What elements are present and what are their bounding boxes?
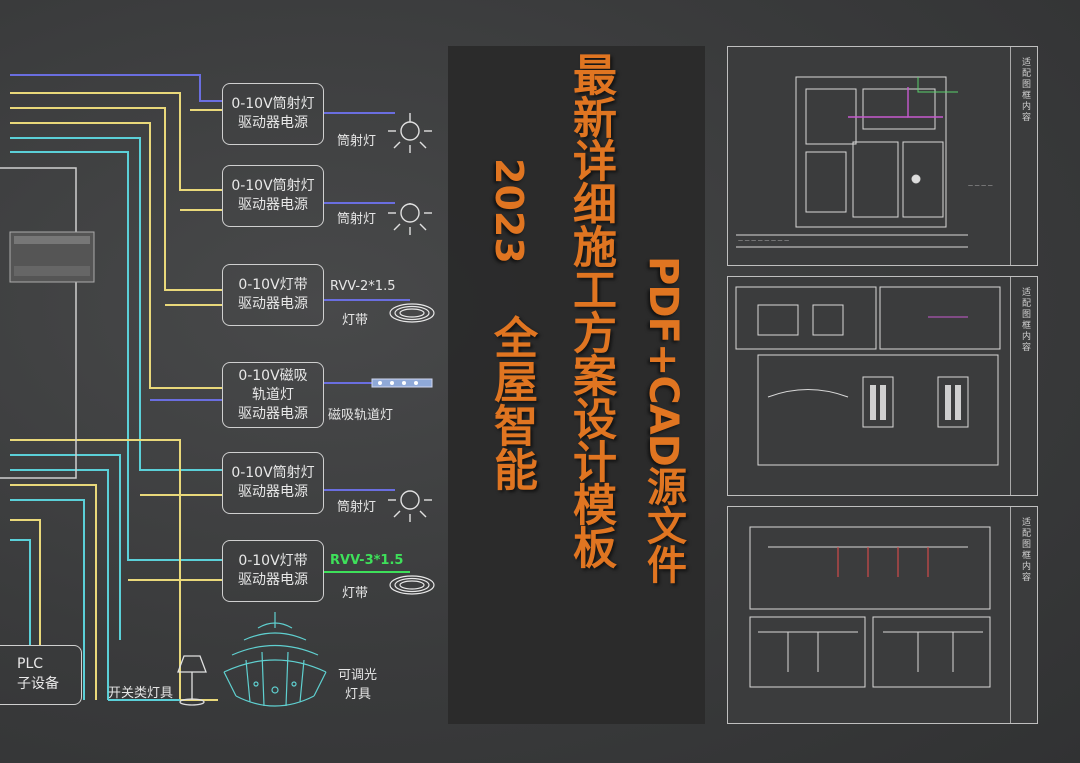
driver-label-line1: 0-10V筒射灯 [231, 178, 315, 194]
schematic-drawing [749, 526, 991, 688]
cad-sheet-3: 适配图框内容 [727, 506, 1038, 724]
light-strip-coil-icon [389, 575, 435, 595]
bulb-icon [388, 113, 432, 153]
title-block [1010, 47, 1037, 265]
switch-lamp-label: 开关类灯具 [108, 686, 174, 701]
driver-label-line2: 轨道灯 [252, 386, 294, 403]
driver-label-line2: 驱动器电源 [238, 484, 308, 500]
driver-label-line1: 0-10V筒射灯 [231, 465, 315, 481]
driver-label-line1: 0-10V筒射灯 [231, 96, 315, 112]
driver-box: 0-10V灯带 驱动器电源 [222, 264, 324, 326]
driver-label-line1: 0-10V灯带 [238, 277, 308, 293]
device-label: 筒射灯 [337, 212, 377, 227]
cable-label: RVV-2*1.5 [330, 279, 396, 294]
driver-box: 0-10V磁吸 轨道灯 驱动器电源 [222, 362, 324, 428]
plc-box: PLC 子设备 [0, 645, 82, 705]
device-label: 灯带 [342, 313, 369, 328]
driver-box: 0-10V筒射灯 驱动器电源 [222, 165, 324, 227]
sheet-side-title: 适配图框内容 [1020, 287, 1030, 353]
plc-label: PLC [17, 656, 44, 672]
device-label: 筒射灯 [337, 500, 377, 515]
title-line1: 最新详细施工方案设计模板 [565, 52, 616, 568]
title-panel [448, 46, 705, 724]
title-line3: 全屋智能 [486, 315, 537, 491]
floor-plan-drawing: — — — — — — — — — — — — [736, 76, 993, 248]
light-strip-coil-icon [389, 303, 435, 323]
driver-box: 0-10V灯带 驱动器电源 [222, 540, 324, 602]
driver-label-line2: 驱动器电源 [238, 197, 308, 213]
cad-sheet-1: — — — — — — — — — — — — 适配图框内容 [727, 46, 1038, 266]
dimmable-label-line2: 灯具 [345, 687, 372, 702]
driver-label-line2: 驱动器电源 [238, 115, 308, 131]
title-year: 2023 [487, 158, 531, 264]
plc-sublabel: 子设备 [17, 676, 59, 692]
cad-sheet-2: 适配图框内容 [727, 276, 1038, 496]
dimmable-label-line1: 可调光 [338, 668, 378, 683]
driver-label-line3: 驱动器电源 [238, 405, 308, 422]
driver-box: 0-10V筒射灯 驱动器电源 [222, 452, 324, 514]
sheet-side-title: 适配图框内容 [1020, 57, 1030, 123]
title-block [1010, 507, 1037, 723]
device-label: 筒射灯 [337, 134, 377, 149]
chandelier-icon [223, 612, 327, 707]
table-lamp-icon [177, 655, 207, 706]
magnetic-track-icon [371, 378, 433, 388]
svg-text:— — — — — — — —: — — — — — — — — [738, 238, 789, 244]
cable-label: RVV-3*1.5 [330, 553, 404, 568]
driver-label-line1: 0-10V灯带 [238, 553, 308, 569]
svg-text:— — — —: — — — — [968, 183, 993, 189]
driver-label-line1: 0-10V磁吸 [238, 367, 308, 384]
sheet-side-title: 适配图框内容 [1020, 517, 1030, 583]
driver-box: 0-10V筒射灯 驱动器电源 [222, 83, 324, 145]
bulb-icon [388, 203, 432, 235]
device-label: 磁吸轨道灯 [328, 408, 394, 423]
driver-label-line2: 驱动器电源 [238, 572, 308, 588]
bulb-icon [388, 490, 432, 522]
device-label: 灯带 [342, 586, 369, 601]
title-line2: PDF+CAD源文件 [640, 256, 686, 583]
detail-drawing [735, 286, 1001, 466]
driver-label-line2: 驱动器电源 [238, 296, 308, 312]
title-block [1010, 277, 1037, 495]
